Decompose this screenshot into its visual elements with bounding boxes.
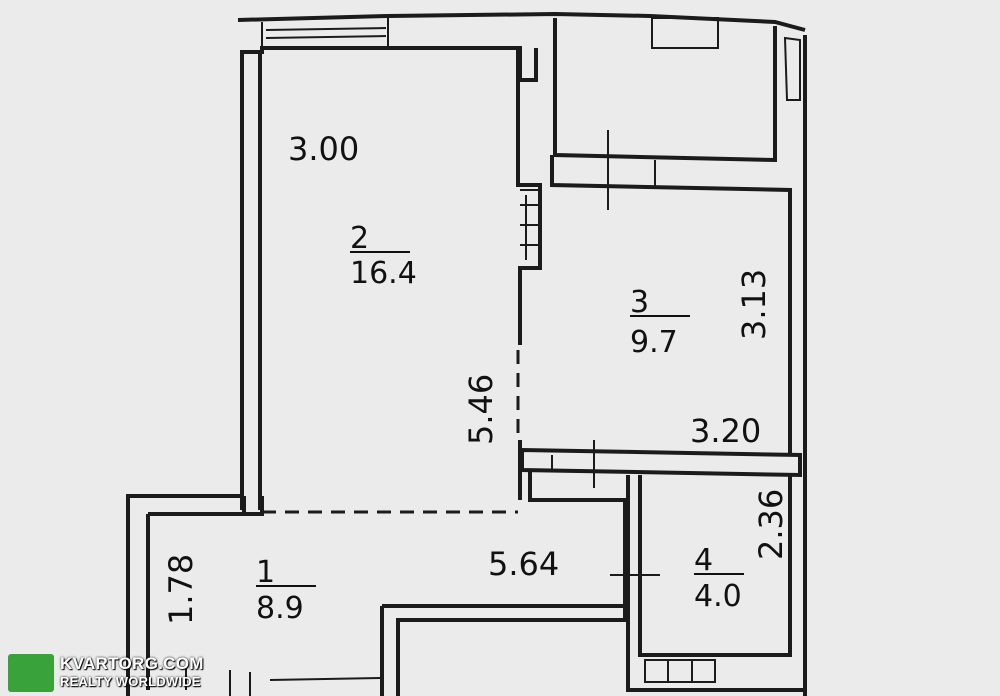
room2-width-label: 3.00 bbox=[288, 130, 359, 168]
room1-area: 8.9 bbox=[256, 591, 304, 626]
balcony bbox=[237, 11, 806, 163]
room2-area: 16.4 bbox=[350, 256, 417, 291]
room1-number: 1 bbox=[256, 555, 275, 590]
watermark-line2: REALTY WORLDWIDE bbox=[60, 674, 201, 689]
room1-width-label: 5.64 bbox=[488, 545, 559, 583]
room4-area: 4.0 bbox=[694, 579, 742, 614]
room2-length-label: 5.46 bbox=[462, 374, 500, 445]
room4-height-label: 2.36 bbox=[752, 489, 790, 560]
room-3-walls bbox=[520, 35, 807, 696]
room-4-walls bbox=[626, 475, 805, 692]
room1-height-label: 1.78 bbox=[162, 554, 200, 625]
watermark-logo-icon bbox=[8, 654, 54, 692]
room-1-walls bbox=[126, 470, 660, 696]
room3-number: 3 bbox=[630, 285, 649, 320]
room2-number: 2 bbox=[350, 221, 369, 256]
room3-height-label: 3.13 bbox=[735, 269, 773, 340]
room3-area: 9.7 bbox=[630, 325, 678, 360]
room4-number: 4 bbox=[694, 543, 713, 578]
watermark-line1: KVARTORG.COM bbox=[60, 654, 204, 673]
room3-width-label: 3.20 bbox=[690, 412, 761, 450]
